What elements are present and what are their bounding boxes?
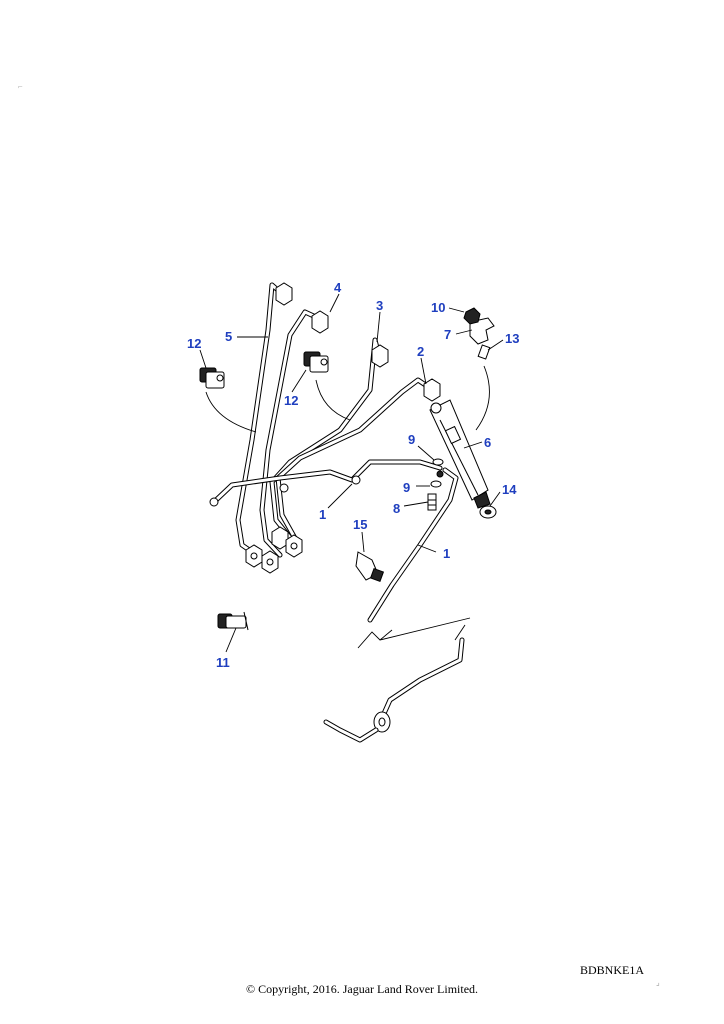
- pipe-nut-2-top: [423, 378, 441, 402]
- injector-pipe-4: [259, 309, 321, 558]
- callout-4: 4: [334, 280, 342, 295]
- callout-9-upper: 9: [408, 432, 415, 447]
- callout-9-lower: 9: [403, 480, 410, 495]
- corner-mark-top-left: ⌐: [18, 82, 23, 91]
- washer-14: [479, 505, 497, 519]
- callout-1-lower: 1: [443, 546, 450, 561]
- injector-pipe-2: [275, 377, 433, 543]
- callout-3: 3: [376, 298, 383, 313]
- callout-10: 10: [431, 300, 445, 315]
- reference-code: BDBNKE1A: [580, 963, 645, 977]
- clamp-7: [463, 307, 495, 345]
- clip-12-left: [199, 367, 225, 389]
- callout-13: 13: [505, 331, 519, 346]
- clip-location-arcs: [205, 365, 490, 433]
- banjo-bolt-8: [427, 493, 437, 511]
- corner-mark-bottom-right: ⌟: [656, 978, 660, 987]
- callouts: 1 1 2 3 4 5 6 7 8 9 9 10 11 12 12 13 14 …: [187, 280, 519, 670]
- pump-end-nuts: [245, 526, 303, 574]
- callout-2: 2: [417, 344, 424, 359]
- callout-11: 11: [216, 655, 230, 670]
- clip-15: [355, 551, 385, 583]
- leak-off-return-pipe: [323, 467, 471, 743]
- washers-9: [430, 458, 444, 488]
- clip-12-right: [303, 351, 329, 373]
- pipe-nut-4-top: [311, 310, 329, 334]
- clip-11: [217, 611, 249, 631]
- callout-6: 6: [484, 435, 491, 450]
- callout-8: 8: [393, 501, 400, 516]
- pipe-nut-3-top: [371, 344, 389, 368]
- callout-12-left: 12: [187, 336, 201, 351]
- callout-7: 7: [444, 327, 451, 342]
- injector-6: [429, 399, 491, 509]
- injector-pipe-5: [235, 282, 283, 559]
- callout-12-right: 12: [284, 393, 298, 408]
- leader-lines: [199, 293, 504, 653]
- callout-14: 14: [502, 482, 517, 497]
- dowel-13: [477, 344, 491, 360]
- pipe-nut-5-top: [275, 282, 293, 306]
- copyright-notice: © Copyright, 2016. Jaguar Land Rover Lim…: [245, 982, 479, 996]
- callout-15: 15: [353, 517, 367, 532]
- callout-1-upper: 1: [319, 507, 326, 522]
- leak-off-pipe-upper: [209, 459, 443, 507]
- callout-5: 5: [225, 329, 232, 344]
